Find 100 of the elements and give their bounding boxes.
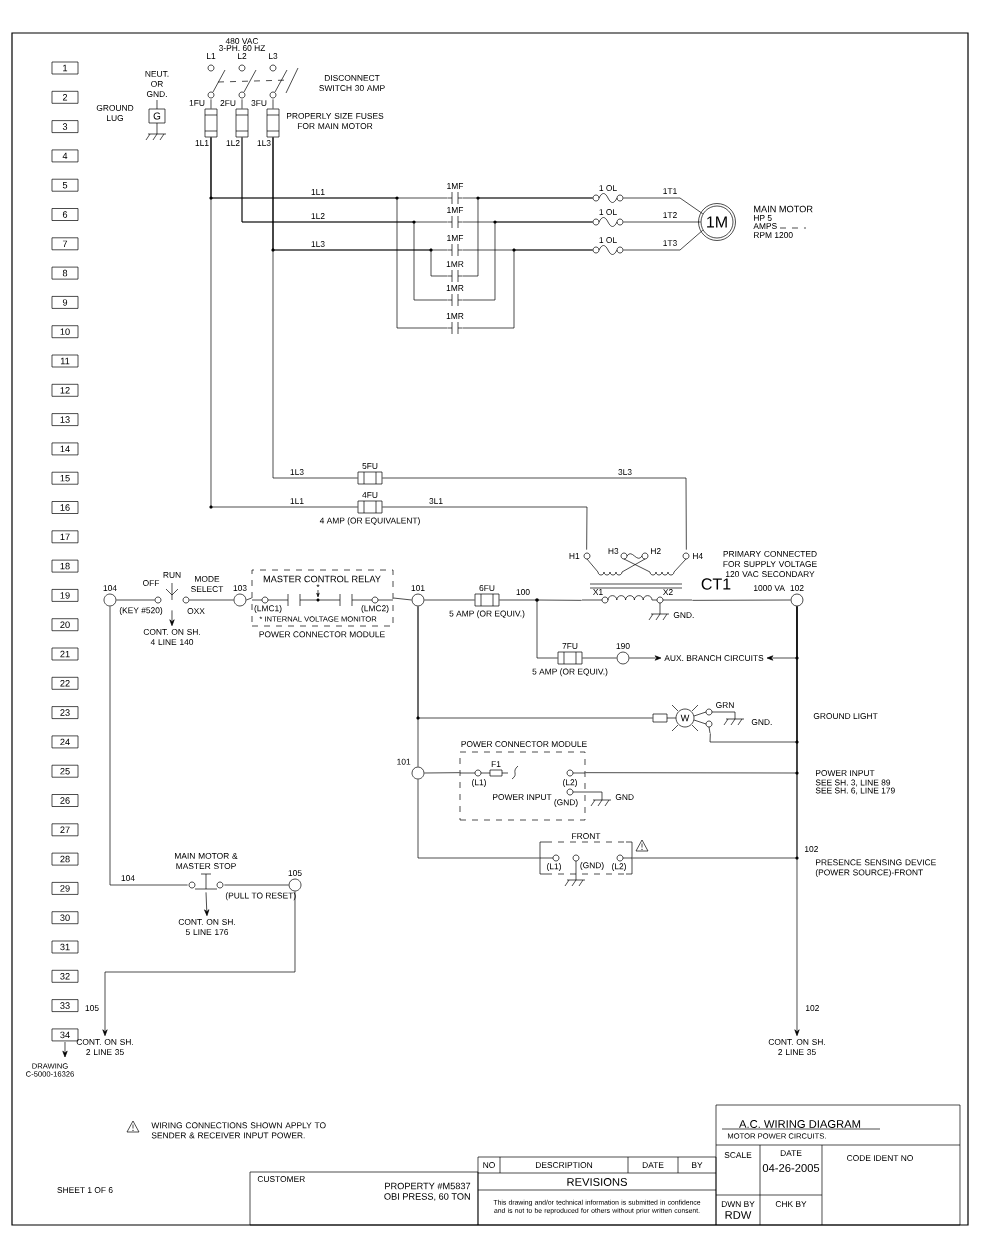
- lug-label: GROUND LUG: [96, 105, 134, 122]
- wire: [272, 137, 358, 479]
- line-number: 3: [51, 120, 79, 133]
- contact: 1MF: [447, 207, 464, 229]
- wire: [462, 221, 593, 301]
- node-label: H4: [693, 553, 703, 559]
- line-number: 19: [51, 589, 79, 602]
- wire: [582, 657, 617, 659]
- node-label: 7FU: [562, 643, 578, 649]
- wire: [623, 197, 704, 215]
- ground-label: GND.: [751, 719, 772, 725]
- line-number: 5: [51, 178, 79, 192]
- wire: [499, 599, 538, 601]
- node-label: 2FU: [220, 100, 236, 106]
- line-number: 7: [51, 237, 79, 251]
- line-number: 8: [51, 266, 79, 280]
- rating-label: 5 AMP (OR EQUIV.): [532, 668, 608, 677]
- node-label: 103: [233, 585, 247, 591]
- wire-label: 1L1: [289, 497, 305, 505]
- wire: [692, 599, 791, 601]
- wire-label: 1L2: [310, 212, 326, 220]
- node-label: 105: [288, 870, 302, 876]
- revisions-heading: REVISIONS: [567, 1178, 627, 1186]
- contact: 1MR: [446, 313, 464, 335]
- key-label: (KEY #520): [119, 607, 163, 615]
- arrow: [102, 891, 296, 1036]
- wire-label: 102: [804, 1004, 821, 1012]
- disconnect-switch: [207, 64, 299, 99]
- node-label: 1 OL: [599, 209, 617, 215]
- contact: 1MF: [447, 183, 464, 205]
- line-number: 30: [51, 911, 79, 925]
- field-label: DATE: [780, 1150, 802, 1156]
- node-label: MODE SELECT: [191, 575, 224, 593]
- node-label: 101: [397, 758, 411, 765]
- column-header: BY: [692, 1162, 703, 1168]
- ground-label: GND: [615, 794, 634, 800]
- light-label: GROUND LIGHT: [813, 713, 878, 719]
- reset-note: (PULL TO RESET): [225, 892, 296, 901]
- phase-label: L1: [207, 53, 216, 59]
- date-value: 04-26-2005: [762, 1164, 820, 1172]
- line-number: 31: [51, 940, 79, 954]
- transformer-note: PRIMARY CONNECTED FOR SUPPLY VOLTAGE 120 VAC SECONDARY: [723, 550, 817, 578]
- line-number: 21: [51, 647, 79, 661]
- phase-label: L3: [269, 53, 278, 59]
- terminal: 101: [411, 585, 425, 607]
- line-number: 15: [51, 471, 79, 485]
- ground-lug: G: [145, 99, 167, 141]
- circuit-note: PRESENCE SENSING DEVICE (POWER SOURCE)-FRONT: [815, 859, 936, 878]
- arrow: [629, 655, 662, 661]
- wiring-note: WIRING CONNECTIONS SHOWN APPLY TO SENDER & RECEIVER INPUT POWER.: [151, 1122, 326, 1139]
- wire: [210, 99, 212, 109]
- line-number: 18: [51, 559, 79, 573]
- wire: [536, 599, 558, 659]
- wire-label: 1L3: [310, 240, 326, 248]
- line-number: 16: [51, 501, 79, 514]
- node-label: 4FU: [362, 492, 378, 498]
- terminal: 101: [397, 758, 425, 780]
- node-label: 5FU: [362, 463, 378, 469]
- fuse: 1FU: [189, 100, 218, 138]
- node-label: 102: [790, 585, 804, 591]
- wire: [424, 772, 460, 774]
- sheet-number: SHEET 1 OF 6: [57, 1187, 113, 1193]
- terminal: 105: [288, 870, 302, 892]
- terminal: 102: [790, 585, 804, 607]
- overload-relay: 1 OL: [592, 185, 624, 203]
- node-label: (GND): [580, 862, 604, 870]
- position-label: OFF: [143, 580, 160, 586]
- terminal: 104: [103, 585, 117, 607]
- overload-relay: 1 OL: [592, 237, 624, 255]
- wire-label: 1L1: [195, 140, 209, 146]
- rating-label: 5 AMP (OR EQUIV.): [449, 610, 525, 619]
- node-label: H2: [651, 548, 661, 554]
- line-number: 25: [51, 764, 79, 778]
- rating-label: AMPS: [753, 223, 807, 229]
- drawing-title: A.C. WIRING DIAGRAM: [739, 1120, 861, 1128]
- line-number: 14: [51, 442, 79, 456]
- ground-label: NEUT. OR GND.: [145, 71, 169, 98]
- node-label: X2: [663, 589, 673, 595]
- wire-label: 1L2: [226, 140, 240, 146]
- node-label: 1 OL: [599, 185, 617, 191]
- wire: [241, 137, 448, 301]
- wire-label: 1T2: [661, 211, 679, 219]
- wire: [462, 249, 593, 329]
- circuit-note: SEE SH. 3, LINE 89: [815, 779, 891, 787]
- wire: [382, 506, 588, 550]
- motor-label: MAIN MOTOR: [754, 205, 813, 213]
- node-label: (L1): [547, 863, 561, 871]
- wire: [246, 597, 252, 601]
- node-label: 1FU: [189, 100, 205, 106]
- node-label: (L2): [612, 863, 626, 871]
- continuation-note: CONT. ON SH. 2 LINE 35: [768, 1039, 825, 1056]
- node-label: 1 OL: [599, 237, 617, 243]
- line-number: 27: [51, 823, 79, 837]
- node-label: 6FU: [479, 585, 495, 591]
- line-number: 10: [51, 325, 79, 339]
- position-label: RUN: [163, 572, 181, 578]
- wire-label: 105: [84, 1004, 100, 1012]
- field-label: SCALE: [724, 1152, 752, 1158]
- line-number: 11: [51, 354, 79, 368]
- contact: 1MR: [446, 285, 464, 307]
